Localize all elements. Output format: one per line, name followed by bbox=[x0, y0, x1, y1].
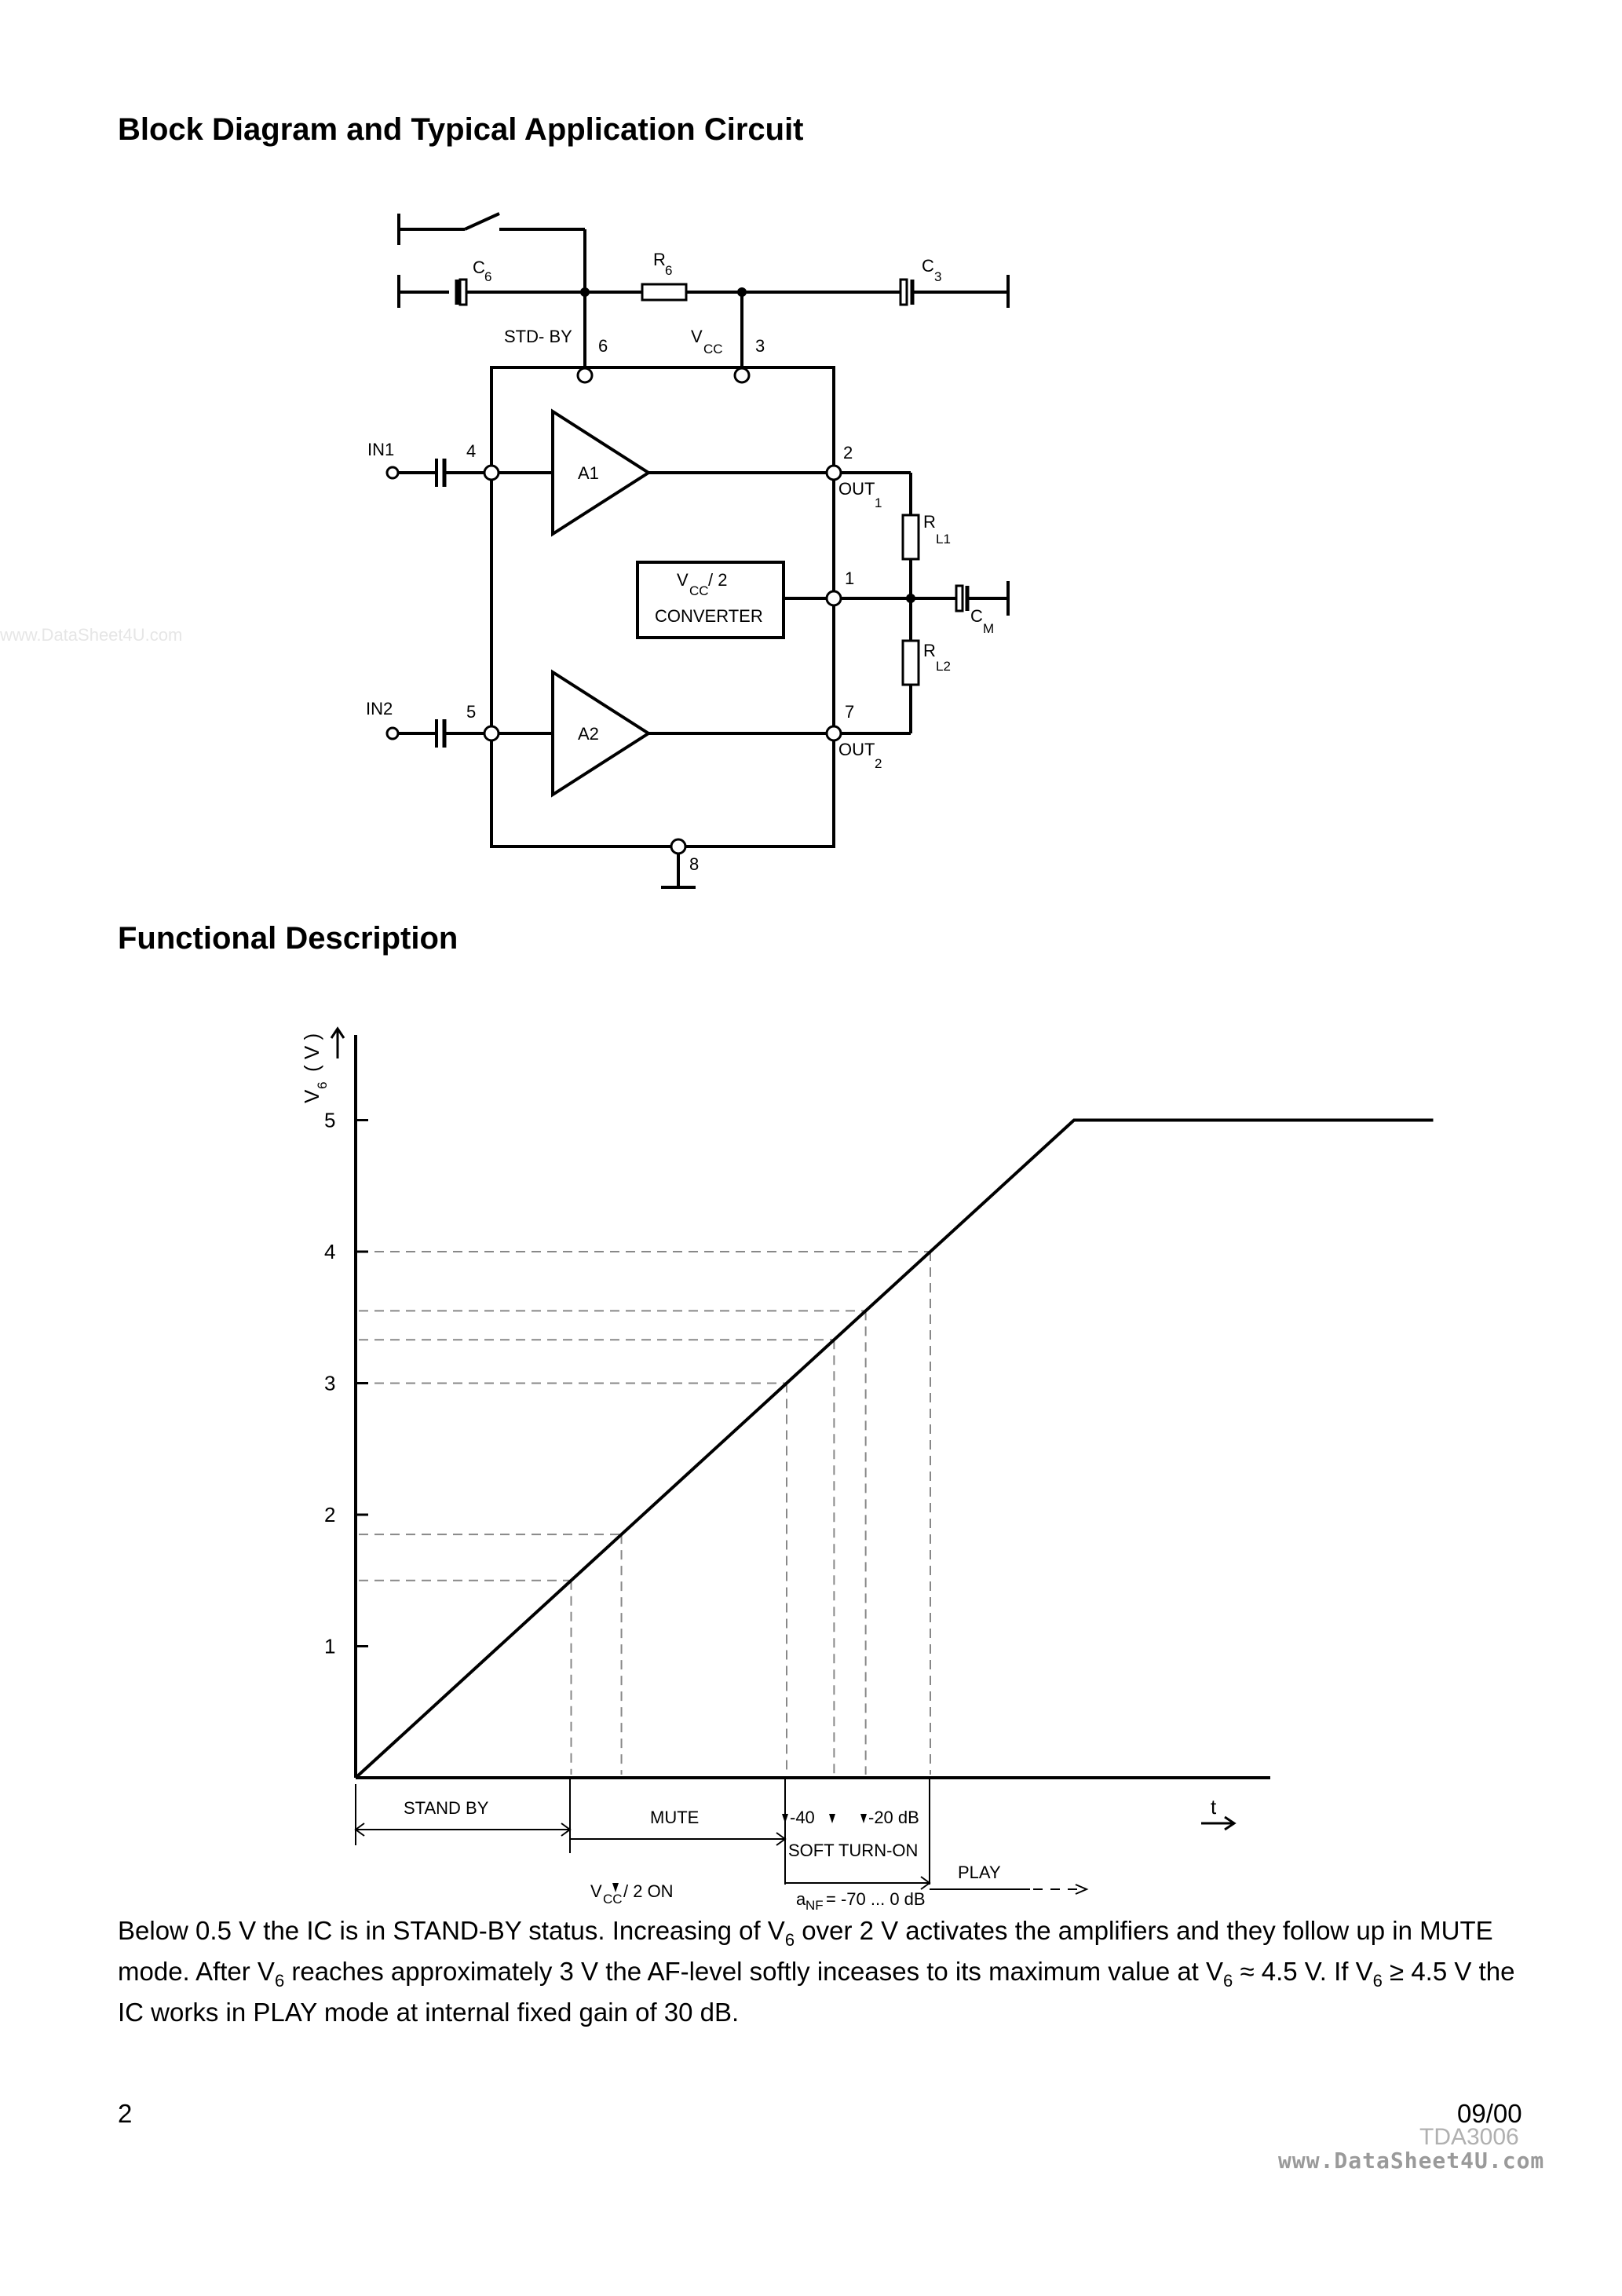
in1-label: IN1 bbox=[367, 440, 394, 459]
y-tick-label: 1 bbox=[324, 1635, 335, 1658]
svg-text:2: 2 bbox=[875, 756, 882, 771]
converter-line2: CONVERTER bbox=[655, 606, 763, 626]
svg-text:6: 6 bbox=[665, 263, 672, 278]
anf-label: a bbox=[796, 1889, 806, 1909]
vcc2-on-label: V bbox=[590, 1881, 602, 1901]
y-tick-label: 2 bbox=[324, 1503, 335, 1526]
functional-description-text: Below 0.5 V the IC is in STAND-BY status… bbox=[118, 1916, 1515, 2027]
threshold-arrowheads bbox=[612, 1814, 867, 1892]
pin-circles bbox=[385, 367, 842, 855]
svg-text:( V ): ( V ) bbox=[300, 1033, 323, 1072]
in2-label: IN2 bbox=[366, 699, 393, 718]
pin7-label: 7 bbox=[845, 702, 854, 722]
out2-label: OUT bbox=[838, 740, 875, 759]
c6-label: C bbox=[473, 258, 485, 277]
svg-text:CC: CC bbox=[689, 583, 709, 598]
part-number: TDA3006 bbox=[1419, 2124, 1519, 2150]
svg-text:1: 1 bbox=[875, 495, 882, 510]
switch-blade bbox=[464, 212, 500, 231]
heading-block-diagram: Block Diagram and Typical Application Ci… bbox=[118, 112, 804, 147]
pin2-label: 2 bbox=[843, 443, 853, 462]
minus20-label: -20 dB bbox=[868, 1808, 919, 1827]
standby-arrow-right bbox=[561, 1823, 572, 1837]
std-by-label: STD- BY bbox=[504, 327, 572, 346]
svg-text:/ 2: / 2 bbox=[708, 570, 727, 590]
mute-label: MUTE bbox=[650, 1808, 699, 1827]
watermark-left: www.DataSheet4U.com bbox=[0, 625, 183, 645]
svg-text:L2: L2 bbox=[936, 659, 951, 674]
svg-text:6: 6 bbox=[315, 1082, 330, 1089]
svg-text:CC: CC bbox=[703, 342, 723, 356]
converter-line1: V bbox=[677, 570, 689, 590]
mode-timeline bbox=[354, 1778, 1089, 1895]
block-diagram: C 6 R 6 C 3 STD- BY 6 V CC 3 IN1 4 A1 2 … bbox=[366, 212, 1010, 889]
standby-arrow-left bbox=[354, 1823, 365, 1837]
pin4-label: 4 bbox=[466, 441, 476, 461]
a2-label: A2 bbox=[578, 724, 599, 744]
a1-label: A1 bbox=[578, 463, 599, 483]
r6-label: R bbox=[653, 250, 666, 269]
vcc-label: V bbox=[691, 327, 703, 346]
soft-turn-on-label: SOFT TURN-ON bbox=[788, 1841, 918, 1860]
y-axis-arrow bbox=[330, 1026, 345, 1058]
svg-text:V: V bbox=[300, 1089, 323, 1103]
heading-functional-description: Functional Description bbox=[118, 921, 458, 956]
svg-text:CC: CC bbox=[603, 1892, 623, 1907]
pin3-label: 3 bbox=[755, 336, 765, 356]
rl1-label: R bbox=[923, 512, 936, 532]
y-tick-label: 4 bbox=[324, 1240, 335, 1263]
v6-series-line bbox=[354, 1118, 1434, 1779]
svg-text:L1: L1 bbox=[936, 532, 951, 547]
out1-label: OUT bbox=[838, 479, 875, 499]
y-axis-label: V 6 ( V ) bbox=[300, 1033, 330, 1103]
c3-capacitor bbox=[899, 278, 908, 306]
pin8-label: 8 bbox=[689, 854, 699, 874]
svg-text:= -70 ... 0 dB: = -70 ... 0 dB bbox=[826, 1889, 926, 1909]
y-tick-label: 3 bbox=[324, 1372, 335, 1395]
y-tick-label: 5 bbox=[324, 1109, 335, 1132]
cm-capacitor bbox=[955, 584, 964, 612]
pin1-label: 1 bbox=[845, 569, 854, 588]
ic-box bbox=[490, 366, 835, 848]
standby-label: STAND BY bbox=[404, 1798, 489, 1818]
svg-text:3: 3 bbox=[934, 269, 941, 284]
minus40-label: -40 bbox=[790, 1808, 815, 1827]
page-number: 2 bbox=[118, 2099, 133, 2128]
svg-text:/ 2 ON: / 2 ON bbox=[623, 1881, 674, 1901]
watermark-footer: www.DataSheet4U.com bbox=[1278, 2148, 1545, 2174]
soft-arrow bbox=[920, 1876, 931, 1890]
play-label: PLAY bbox=[958, 1863, 1001, 1882]
cm-label: C bbox=[970, 606, 983, 626]
page-date: 09/00 bbox=[1457, 2099, 1522, 2128]
mute-arrow bbox=[776, 1832, 787, 1846]
x-axis-arrow bbox=[1201, 1815, 1237, 1831]
svg-text:NF: NF bbox=[806, 1898, 824, 1913]
c3-label: C bbox=[922, 256, 934, 276]
pin6-label: 6 bbox=[598, 336, 608, 356]
junction-dots bbox=[580, 287, 915, 603]
play-arrow bbox=[1075, 1884, 1089, 1895]
svg-text:M: M bbox=[983, 621, 994, 636]
rl2-label: R bbox=[923, 641, 936, 660]
x-axis-label: t bbox=[1211, 1795, 1217, 1819]
pin5-label: 5 bbox=[466, 702, 476, 722]
svg-text:6: 6 bbox=[484, 269, 491, 284]
